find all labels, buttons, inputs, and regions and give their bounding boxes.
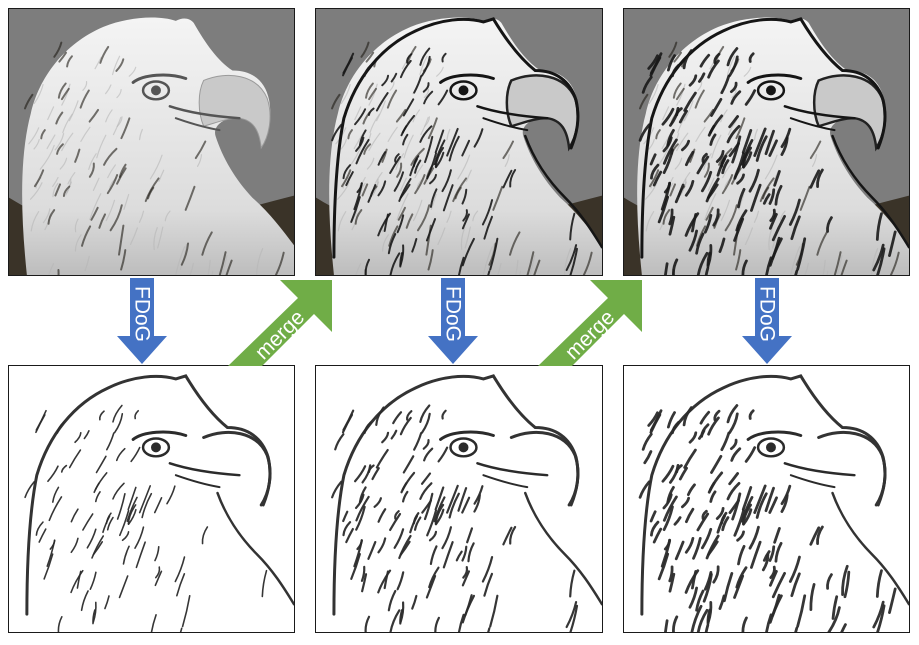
line-drawing-panel-2: [315, 365, 603, 633]
fdog-arrow-shape: [742, 278, 792, 364]
merge-arrow-shape: [228, 280, 332, 366]
merge-label: merge: [561, 306, 619, 364]
eagle-line-drawing-3: [624, 366, 909, 632]
grayscale-photo-panel: [8, 8, 295, 276]
merge-label: merge: [251, 306, 309, 364]
eagle-line-drawing-2: [316, 366, 602, 632]
eagle-photo: [9, 9, 294, 275]
fdog-arrow-2: FDoG: [428, 278, 478, 364]
fdog-arrow-1: FDoG: [117, 278, 167, 364]
fdog-arrow-shape: [428, 278, 478, 364]
fdog-label: FDoG: [131, 286, 154, 342]
line-drawing-panel-1: [8, 365, 295, 633]
eagle-line-drawing-1: [9, 366, 294, 632]
line-drawing-panel-3: [623, 365, 910, 633]
eagle-merged-photo-1: [316, 9, 602, 275]
merge-arrow-1: merge: [228, 280, 332, 366]
fdog-label: FDoG: [756, 286, 779, 342]
eagle-merged-photo-2: [624, 9, 909, 275]
merged-photo-panel-1: [315, 8, 603, 276]
fdog-label: FDoG: [442, 286, 465, 342]
fdog-arrow-3: FDoG: [742, 278, 792, 364]
merge-arrow-shape: [538, 280, 642, 366]
merged-photo-panel-2: [623, 8, 910, 276]
merge-arrow-2: merge: [538, 280, 642, 366]
fdog-arrow-shape: [117, 278, 167, 364]
